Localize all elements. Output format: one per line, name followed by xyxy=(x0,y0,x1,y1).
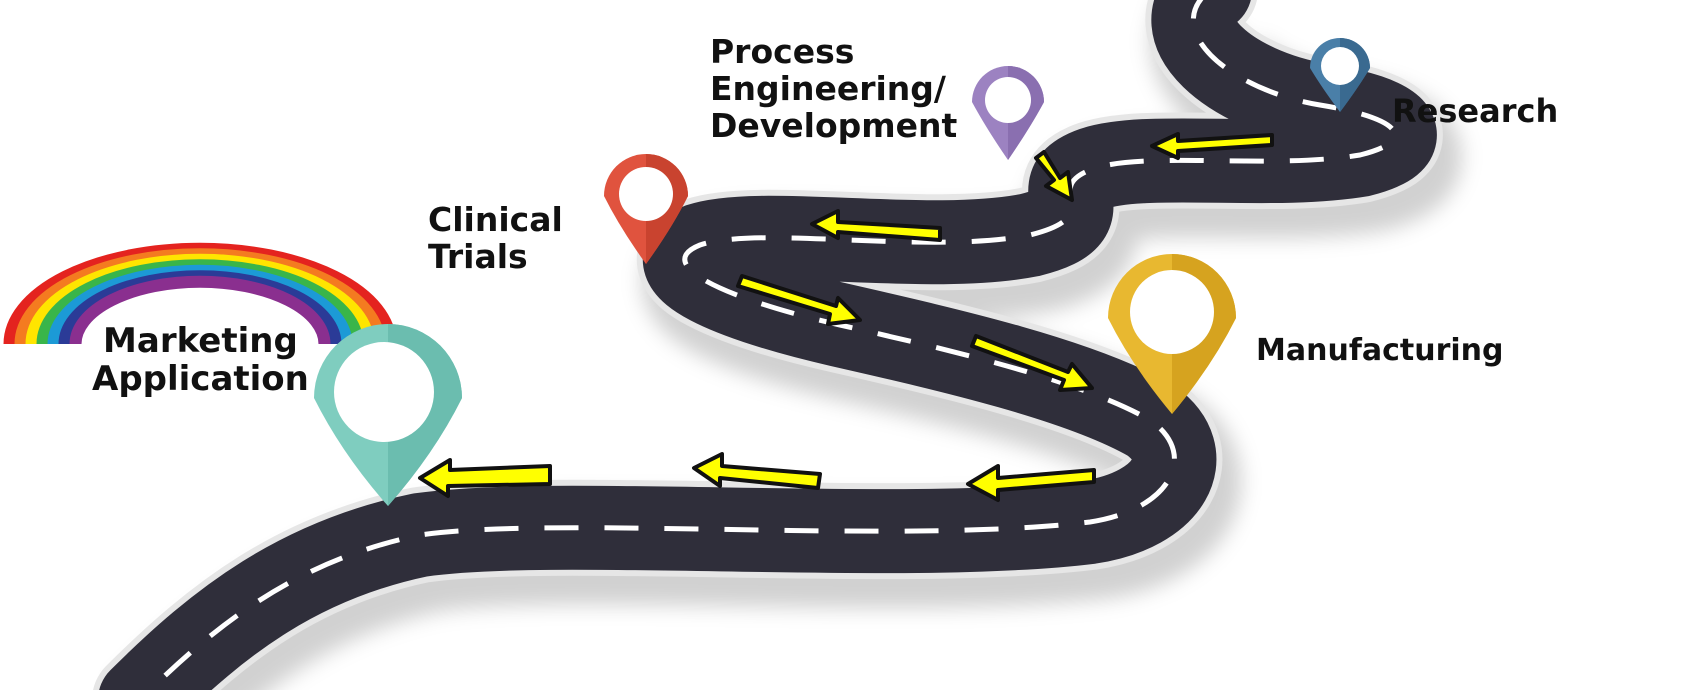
arrow-mid-back xyxy=(692,452,822,490)
label-process-line-1: Process xyxy=(710,32,855,71)
arrow-manufacturing-back xyxy=(966,464,1096,502)
pin-marketing-icon xyxy=(314,324,462,506)
label-process-engineering: Process Engineering/ Development xyxy=(710,32,958,145)
direction-arrows xyxy=(418,132,1274,502)
arrow-to-clinical xyxy=(810,209,942,242)
label-clinical-line-2: Trials xyxy=(428,236,528,276)
label-process-line-2: Engineering/ xyxy=(710,68,946,108)
label-manufacturing-line: Manufacturing xyxy=(1256,333,1504,368)
pin-clinical-icon xyxy=(604,154,688,264)
label-marketing-line-2: Application xyxy=(92,359,309,400)
arrow-clinical-down-2 xyxy=(970,334,1094,392)
arrow-clinical-down-1 xyxy=(736,274,862,326)
arrow-research-to-process xyxy=(1150,132,1274,160)
pin-manufacturing-icon xyxy=(1108,254,1236,414)
arrow-to-marketing xyxy=(418,458,552,498)
road-center-dashes xyxy=(146,0,1398,690)
label-clinical-trials: Clinical Trials xyxy=(428,200,563,276)
label-marketing-line-1: Marketing xyxy=(103,321,298,361)
arrow-process-down xyxy=(1034,150,1074,202)
rainbow-icon xyxy=(3,242,397,345)
pin-research-icon xyxy=(1310,38,1370,112)
label-research-line: Research xyxy=(1392,92,1559,130)
pin-process-icon xyxy=(972,66,1044,160)
label-research: Research xyxy=(1392,92,1559,130)
label-manufacturing: Manufacturing xyxy=(1256,334,1504,368)
label-marketing-application: Marketing Application xyxy=(92,322,309,398)
rainbow-band xyxy=(69,275,331,345)
label-clinical-line-1: Clinical xyxy=(428,200,563,239)
label-process-line-3: Development xyxy=(710,105,958,145)
